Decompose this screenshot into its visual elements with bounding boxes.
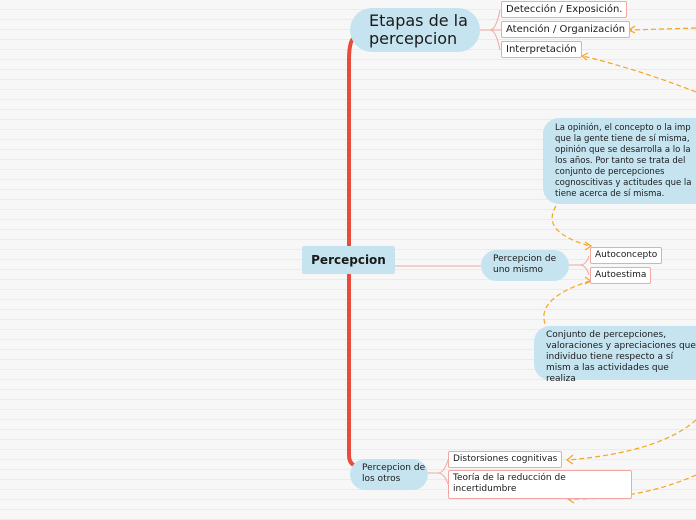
self-item-label: Autoestima: [595, 270, 647, 280]
etapas-item-deteccion[interactable]: Detección / Exposición.: [501, 1, 628, 18]
etapas-item-atencion[interactable]: Atención / Organización: [501, 21, 631, 38]
others-item-distorsiones[interactable]: Distorsiones cognitivas: [448, 451, 563, 468]
self-item-label: Autoconcepto: [595, 250, 658, 260]
autoestima-note[interactable]: Conjunto de percepciones, valoraciones y…: [534, 326, 696, 384]
self-title: Percepcion de uno mismo: [493, 254, 557, 275]
connector-self: [568, 255, 590, 276]
autoestima-note-text: Conjunto de percepciones, valoraciones y…: [546, 330, 696, 384]
others-item-label: Distorsiones cognitivas: [453, 454, 558, 464]
root-title: Percepcion: [311, 253, 386, 267]
others-item-label: Teoría de la reducción de incertidumbre: [453, 473, 566, 494]
relation-line-autoconcepto: [551, 205, 591, 247]
root-topic[interactable]: Percepcion: [302, 246, 395, 274]
self-topic[interactable]: Percepcion de uno mismo: [481, 250, 569, 281]
etapas-item-label: Detección / Exposición.: [506, 4, 623, 15]
others-topic[interactable]: Percepcion de los otros: [350, 459, 428, 490]
relation-line-distorsiones: [567, 419, 696, 461]
connector-others: [428, 459, 449, 485]
autoconcepto-note[interactable]: La opinión, el concepto o la imp que la …: [543, 118, 696, 204]
arrowhead: [565, 454, 574, 465]
others-title: Percepcion de los otros: [362, 463, 426, 484]
self-item-autoestima[interactable]: Autoestima: [590, 267, 652, 284]
connector-etapas: [480, 9, 501, 51]
relation-line-atencion: [629, 27, 696, 31]
etapas-item-label: Interpretación: [506, 44, 577, 55]
others-item-teoria[interactable]: Teoría de la reducción de incertidumbre: [448, 470, 632, 499]
self-item-autoconcepto[interactable]: Autoconcepto: [590, 247, 663, 264]
relation-line-interpretacion: [582, 55, 696, 93]
autoconcepto-note-text: La opinión, el concepto o la imp que la …: [555, 123, 692, 199]
etapas-title: Etapas de la percepcion: [369, 11, 468, 48]
etapas-item-label: Atención / Organización: [506, 24, 626, 35]
arrowhead: [580, 52, 589, 61]
arrowhead: [584, 241, 593, 251]
etapas-item-interpretacion[interactable]: Interpretación: [501, 41, 582, 58]
etapas-topic[interactable]: Etapas de la percepcion: [350, 8, 480, 52]
relation-line-autoestima: [543, 280, 591, 331]
